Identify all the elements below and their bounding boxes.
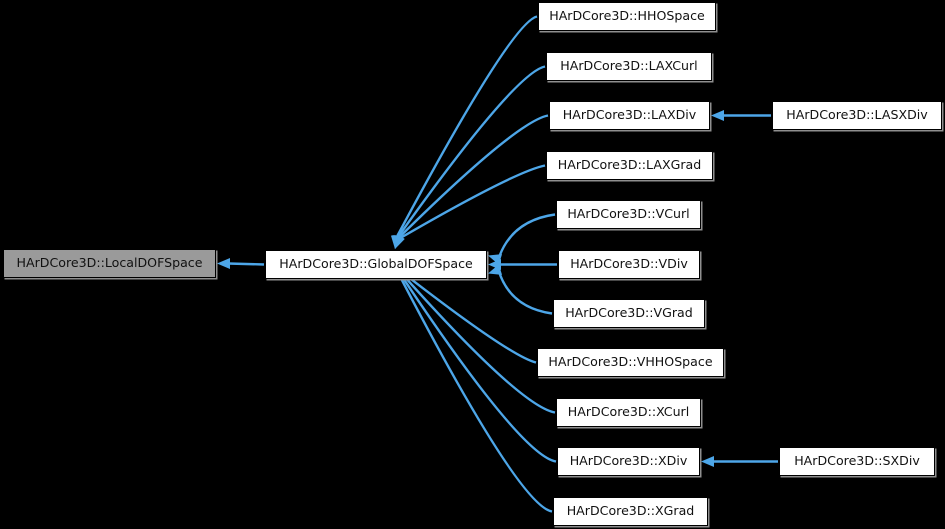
edge-curve	[395, 268, 553, 513]
inheritance-edge-vgrad-to-globaldofspace	[488, 264, 553, 315]
edge-curve	[396, 65, 546, 239]
class-node-xdiv[interactable]: HArDCore3D::XDiv	[557, 447, 700, 476]
inheritance-edge-laxgrad-to-globaldofspace	[394, 164, 546, 249]
class-node-laxgrad[interactable]: HArDCore3D::LAXGrad	[546, 151, 713, 180]
class-node-label: HArDCore3D::XCurl	[567, 404, 690, 420]
class-node-xcurl[interactable]: HArDCore3D::XCurl	[556, 398, 701, 427]
inheritance-edge-vcurl-to-globaldofspace	[488, 213, 556, 265]
inheritance-arrowhead	[711, 110, 724, 121]
class-node-label: HArDCore3D::LASXDiv	[786, 107, 928, 123]
class-node-label: HArDCore3D::VHHOSpace	[548, 354, 713, 370]
class-node-sxdiv[interactable]: HArDCore3D::SXDiv	[779, 447, 935, 476]
class-node-vgrad[interactable]: HArDCore3D::VGrad	[553, 299, 705, 328]
edge-curve	[397, 268, 556, 414]
edge-curve	[395, 15, 538, 239]
edge-curve	[497, 213, 556, 260]
edge-line	[227, 262, 265, 266]
class-node-label: HArDCore3D::XGrad	[566, 503, 695, 519]
class-node-xgrad[interactable]: HArDCore3D::XGrad	[553, 497, 708, 526]
inheritance-edge-xcurl-to-globaldofspace	[393, 265, 556, 414]
class-node-label: HArDCore3D::XDiv	[569, 453, 688, 469]
class-node-label: HArDCore3D::LAXCurl	[560, 58, 698, 74]
class-node-label: HArDCore3D::VGrad	[565, 305, 693, 321]
class-node-label: HArDCore3D::LAXGrad	[557, 157, 702, 173]
class-node-label: HArDCore3D::HHOSpace	[549, 8, 705, 24]
class-node-localdofspace[interactable]: HArDCore3D::LocalDOFSpace	[3, 249, 216, 278]
class-node-label: HArDCore3D::GlobalDOFSpace	[279, 256, 473, 272]
inheritance-edge-sxdiv-to-xdiv	[701, 456, 778, 467]
edge-curve	[497, 269, 553, 315]
inheritance-edge-lasxdiv-to-laxdiv	[711, 110, 771, 121]
class-node-vhhospace[interactable]: HArDCore3D::VHHOSpace	[537, 348, 724, 377]
class-node-vdiv[interactable]: HArDCore3D::VDiv	[558, 250, 700, 279]
edge-curve	[397, 114, 549, 240]
edge-curve	[398, 268, 537, 364]
inheritance-arrowhead	[217, 258, 230, 269]
inheritance-arrowhead	[701, 456, 714, 467]
class-node-label: HArDCore3D::SXDiv	[794, 453, 920, 469]
class-node-label: HArDCore3D::VCurl	[567, 206, 690, 222]
class-node-lasxdiv[interactable]: HArDCore3D::LASXDiv	[772, 101, 942, 130]
inheritance-arrowhead	[394, 234, 405, 249]
class-node-laxdiv[interactable]: HArDCore3D::LAXDiv	[549, 101, 710, 130]
inheritance-edge-vhhospace-to-globaldofspace	[394, 265, 537, 364]
class-node-globaldofspace[interactable]: HArDCore3D::GlobalDOFSpace	[265, 250, 487, 279]
class-node-label: HArDCore3D::VDiv	[570, 256, 688, 272]
edge-curve	[396, 268, 557, 463]
class-node-label: HArDCore3D::LAXDiv	[562, 107, 697, 123]
class-node-label: HArDCore3D::LocalDOFSpace	[16, 255, 203, 271]
class-node-hhospace[interactable]: HArDCore3D::HHOSpace	[538, 2, 716, 31]
class-node-laxcurl[interactable]: HArDCore3D::LAXCurl	[546, 52, 712, 81]
inheritance-edge-xdiv-to-globaldofspace	[392, 266, 557, 463]
edge-curve	[398, 164, 546, 240]
inheritance-edge-xgrad-to-globaldofspace	[390, 266, 553, 513]
inheritance-edge-globaldofspace-to-localdofspace	[217, 258, 265, 269]
class-node-vcurl[interactable]: HArDCore3D::VCurl	[556, 200, 701, 229]
inheritance-arrowhead	[488, 264, 503, 275]
